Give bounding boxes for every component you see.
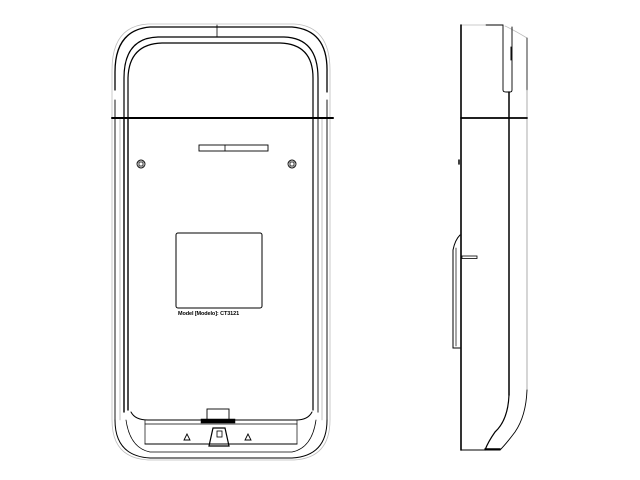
warning-triangle-right <box>244 432 252 441</box>
slot <box>198 144 269 152</box>
outer-shell-outline <box>111 23 331 461</box>
label-area <box>175 232 263 309</box>
screw-left <box>136 159 146 169</box>
shell-top-edge <box>114 26 328 93</box>
model-label: Model [Modelo]: CT3121 <box>178 311 240 317</box>
latch <box>208 427 230 447</box>
warning-triangle-left <box>183 432 191 441</box>
screw-right <box>287 159 297 169</box>
